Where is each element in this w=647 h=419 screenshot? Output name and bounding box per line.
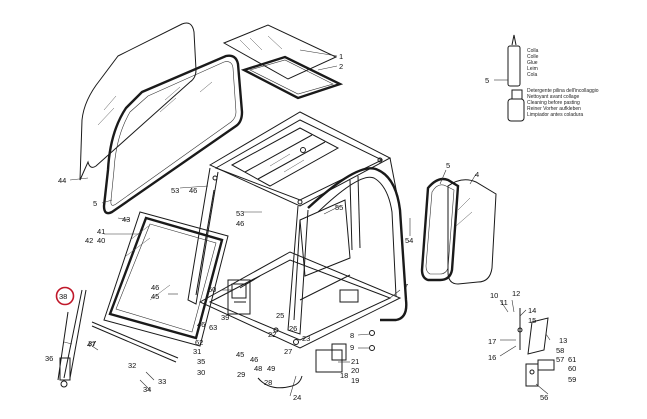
label-45-floor: 45: [236, 350, 244, 359]
label-5-door: 5: [446, 161, 450, 170]
label-5-glue: 5: [485, 76, 489, 85]
label-41: 41: [97, 227, 105, 236]
label-20: 20: [351, 366, 359, 375]
label-46-lower: 46: [197, 320, 205, 329]
leader-lines: [63, 49, 551, 397]
highlight-circle: [55, 286, 75, 306]
label-42: 42: [85, 236, 93, 245]
part-labels: 1 2 4 5 5 5 7 8 9 10 11 12 13 14 15 16 1…: [45, 52, 576, 402]
label-43: 43: [122, 215, 130, 224]
label-50: 50: [208, 285, 216, 294]
glue-bottle: [494, 34, 525, 122]
label-1: 1: [339, 52, 343, 61]
label-34: 34: [143, 385, 151, 394]
label-62: 62: [195, 338, 203, 347]
label-11: 11: [500, 298, 508, 307]
label-38: 38: [59, 292, 67, 301]
glue-legend: Colla Colle Glue Leim Cola: [527, 48, 539, 78]
label-48: 48: [254, 364, 262, 373]
label-45-front: 45: [151, 292, 159, 301]
cleaner-legend-line-5: Limpiador antes coladura: [527, 112, 583, 118]
label-8: 8: [350, 331, 354, 340]
wiper-blade: [91, 321, 179, 363]
label-16: 16: [488, 353, 496, 362]
label-33: 33: [158, 377, 166, 386]
label-7: 7: [404, 282, 408, 291]
cleaner-legend-line-4: Reiner Vorher aufkleben: [527, 106, 581, 112]
glue-legend-line-3: Glue: [527, 60, 538, 66]
label-21: 21: [351, 357, 359, 366]
label-13: 13: [559, 336, 567, 345]
label-46-front: 46: [151, 283, 159, 292]
label-58: 58: [556, 346, 564, 355]
wiper-assembly: [57, 289, 87, 388]
label-57: 57: [556, 355, 564, 364]
roof-glass-panel: [222, 24, 344, 100]
glue-legend-line-2: Colle: [527, 54, 539, 60]
label-53-roof: 53: [171, 186, 179, 195]
glue-legend-line-4: Leim: [527, 66, 538, 72]
label-56: 56: [540, 393, 548, 402]
hinge-parts: [273, 308, 555, 387]
label-36: 36: [45, 354, 53, 363]
label-15: 15: [528, 316, 536, 325]
label-9: 9: [350, 343, 354, 352]
label-26: 26: [289, 324, 297, 333]
label-49: 49: [267, 364, 275, 373]
label-60: 60: [568, 364, 576, 373]
label-23: 23: [302, 334, 310, 343]
label-61: 61: [568, 355, 576, 364]
label-30: 30: [197, 368, 205, 377]
label-32: 32: [128, 361, 136, 370]
cleaner-legend-line-1: Detergente pilina dell'incollaggio: [527, 88, 599, 94]
left-side-glass: [79, 22, 244, 215]
label-12: 12: [512, 289, 520, 298]
label-63: 63: [209, 323, 217, 332]
label-44: 44: [58, 176, 66, 185]
label-5-left: 5: [93, 199, 97, 208]
label-59: 59: [568, 375, 576, 384]
label-54: 54: [405, 236, 413, 245]
label-28: 28: [264, 378, 272, 387]
label-25: 25: [276, 311, 284, 320]
label-40: 40: [97, 236, 105, 245]
glue-legend-line-5: Cola: [527, 72, 538, 78]
label-35: 35: [197, 357, 205, 366]
label-22: 22: [268, 330, 276, 339]
label-17: 17: [488, 337, 496, 346]
cleaner-legend-line-3: Cleaning before pasting: [527, 100, 580, 106]
label-37: 37: [88, 339, 96, 348]
label-46-floor: 46: [250, 355, 258, 364]
label-27: 27: [284, 347, 292, 356]
label-18: 18: [340, 371, 348, 380]
cleaner-legend: Detergente pilina dell'incollaggio Netto…: [527, 88, 599, 118]
label-46-roof: 46: [189, 186, 197, 195]
cleaner-legend-line-2: Nettoyant avant collage: [527, 94, 579, 100]
label-19: 19: [351, 376, 359, 385]
label-53-mid: 53: [236, 209, 244, 218]
label-10: 10: [490, 291, 498, 300]
label-29: 29: [237, 370, 245, 379]
label-2: 2: [339, 62, 343, 71]
front-windshield: [103, 211, 229, 347]
label-47: 47: [87, 340, 95, 349]
glue-legend-line-1: Colla: [527, 48, 539, 54]
label-46-mid: 46: [236, 219, 244, 228]
label-24: 24: [293, 393, 301, 402]
label-31: 31: [193, 347, 201, 356]
label-55: 55: [335, 203, 343, 212]
label-39: 39: [221, 313, 229, 322]
label-4: 4: [475, 170, 479, 179]
door-glass: [420, 177, 497, 285]
label-14: 14: [528, 306, 536, 315]
